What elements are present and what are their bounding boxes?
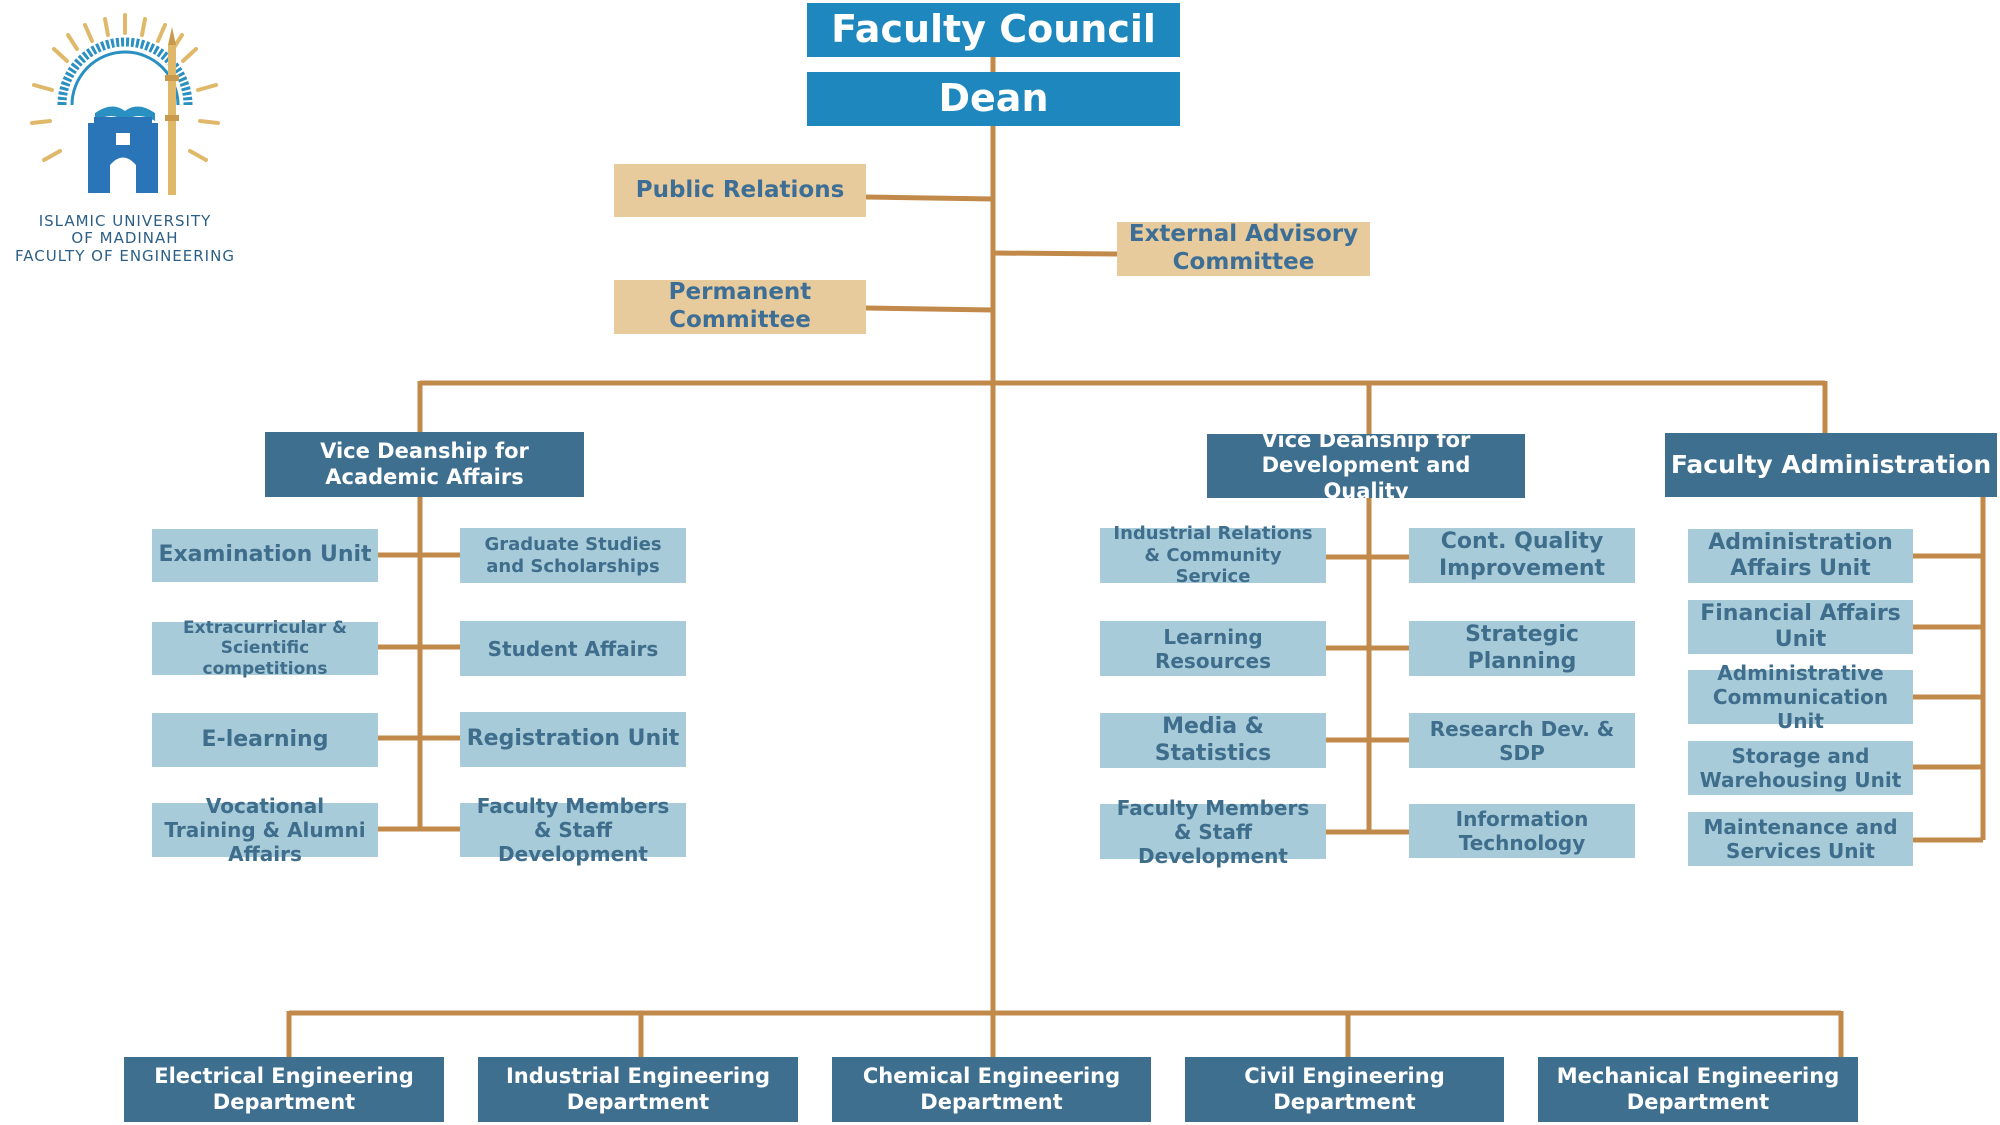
department-mechanical: Mechanical Engineering Department (1538, 1057, 1858, 1122)
development-unit-learning-resources: Learning Resources (1100, 621, 1326, 676)
university-logo (30, 13, 220, 195)
public-relations-box: Public Relations (614, 164, 866, 217)
academic-unit-faculty-staff-development: Faculty Members & Staff Development (460, 794, 686, 866)
administration-unit-administration-affairs: Administration Affairs Unit (1688, 529, 1913, 583)
external-advisory-committee-box: External Advisory Committee (1117, 221, 1370, 276)
department-electrical: Electrical Engineering Department (124, 1057, 444, 1122)
branch-public-relations (865, 194, 994, 202)
academic-unit-extracurricular: Extracurricular & Scientific competition… (152, 618, 378, 679)
academic-unit-vocational-training: Vocational Training & Alumni Affairs (152, 794, 378, 866)
logo-text-line-3: FACULTY OF ENGINEERING (15, 247, 235, 265)
development-unit-quality-improvement: Cont. Quality Improvement (1409, 528, 1635, 583)
development-unit-strategic-planning: Strategic Planning (1409, 621, 1635, 676)
branch-permanent-committee (865, 305, 994, 313)
faculty-council-box: Faculty Council (807, 3, 1180, 57)
administration-unit-maintenance-services: Maintenance and Services Unit (1688, 812, 1913, 866)
administration-unit-financial-affairs: Financial Affairs Unit (1688, 600, 1913, 654)
academic-unit-examination: Examination Unit (152, 529, 378, 582)
department-industrial: Industrial Engineering Department (478, 1057, 798, 1122)
development-unit-faculty-staff-development: Faculty Members & Staff Development (1100, 796, 1326, 868)
faculty-administration-head: Faculty Administration (1665, 433, 1997, 497)
administration-unit-storage-warehousing: Storage and Warehousing Unit (1688, 741, 1913, 795)
academic-unit-registration: Registration Unit (460, 712, 686, 767)
development-quality-head: Vice Deanship for Development and Qualit… (1207, 428, 1525, 503)
department-chemical: Chemical Engineering Department (832, 1057, 1151, 1122)
academic-affairs-head: Vice Deanship for Academic Affairs (265, 432, 584, 497)
logo-text-line-1: ISLAMIC UNIVERSITY (38, 212, 212, 230)
logo-text-line-2: OF MADINAH (71, 229, 179, 247)
development-unit-industrial-relations: Industrial Relations & Community Service (1100, 523, 1326, 587)
dean-box: Dean (807, 72, 1180, 126)
academic-unit-student-affairs: Student Affairs (460, 621, 686, 676)
development-unit-media-statistics: Media & Statistics (1100, 713, 1326, 768)
branch-external-advisory (992, 250, 1118, 257)
academic-unit-graduate-studies: Graduate Studies and Scholarships (460, 528, 686, 583)
administration-unit-communication: Administrative Communication Unit (1688, 661, 1913, 733)
department-civil: Civil Engineering Department (1185, 1057, 1504, 1122)
academic-unit-e-learning: E-learning (152, 713, 378, 767)
development-unit-research-development: Research Dev. & SDP (1409, 713, 1635, 768)
development-unit-information-technology: Information Technology (1409, 804, 1635, 858)
permanent-committee-box: Permanent Committee (614, 279, 866, 334)
